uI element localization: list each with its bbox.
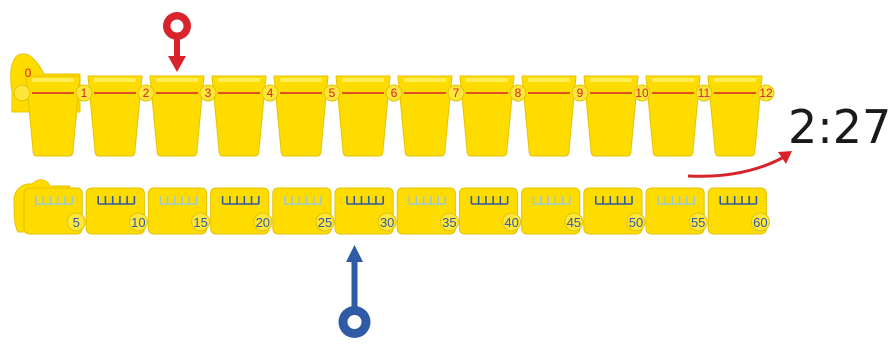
minute-tick-label: 10: [131, 215, 145, 230]
minute-tick-label: 40: [504, 215, 518, 230]
hour-pointer[interactable]: [163, 12, 191, 72]
hour-segment-highlight: [218, 78, 260, 82]
hour-tick-label: 2: [143, 86, 150, 100]
hour-segment: [708, 76, 762, 156]
hour-segment: [88, 76, 142, 156]
minute-tick-label: 50: [629, 215, 643, 230]
minute-tick-label: 5: [73, 215, 80, 230]
hour-tick-label: 7: [453, 86, 460, 100]
hour-hinge: [14, 85, 30, 101]
minute-tick-label: 25: [318, 215, 332, 230]
hour-segment: [522, 76, 576, 156]
hour-segment: [460, 76, 514, 156]
hour-tick-label: 9: [577, 86, 584, 100]
minute-ruler: 5 10 15 20 25 30 35 40 45 50 55 60: [14, 180, 769, 234]
hour-segment-highlight: [466, 78, 508, 82]
hour-segment-highlight: [528, 78, 570, 82]
hour-segment: [274, 76, 328, 156]
hour-segment-highlight: [342, 78, 384, 82]
hour-segment-highlight: [404, 78, 446, 82]
hour-tick-label: 8: [515, 86, 522, 100]
hour-tick-label: 5: [329, 86, 336, 100]
time-display: 2:27: [788, 100, 891, 154]
hour-tick-label: 10: [635, 86, 649, 100]
hour-segment-highlight: [156, 78, 198, 82]
hour-tick-label: 12: [759, 86, 773, 100]
minute-tick-label: 30: [380, 215, 394, 230]
hour-tick-label: 11: [698, 86, 711, 100]
minute-tick-label: 55: [691, 215, 705, 230]
hour-segment-highlight: [714, 78, 756, 82]
minute-tick-label: 20: [256, 215, 270, 230]
hour-segment-highlight: [590, 78, 632, 82]
hour-segment: [212, 76, 266, 156]
hour-segment-highlight: [652, 78, 694, 82]
hour-segment: [398, 76, 452, 156]
hour-segment-highlight: [94, 78, 136, 82]
hour-segment: [150, 76, 204, 156]
minute-tick-label: 15: [193, 215, 207, 230]
hour-segment: [26, 76, 80, 156]
minute-tick-label: 35: [442, 215, 456, 230]
hour-tick-label: 4: [267, 86, 274, 100]
hour-tick-label: 0: [25, 66, 32, 80]
hour-segment-highlight: [32, 78, 74, 82]
minute-tick-label: 45: [567, 215, 581, 230]
hour-tick-label: 6: [391, 86, 398, 100]
hour-segment-highlight: [280, 78, 322, 82]
hour-segment: [584, 76, 638, 156]
hour-tick-label: 3: [205, 86, 212, 100]
minute-pointer[interactable]: [339, 245, 371, 338]
hour-segment: [646, 76, 700, 156]
minute-tick-label: 60: [753, 215, 767, 230]
hour-segment: [336, 76, 390, 156]
hour-tick-label: 1: [81, 86, 88, 100]
